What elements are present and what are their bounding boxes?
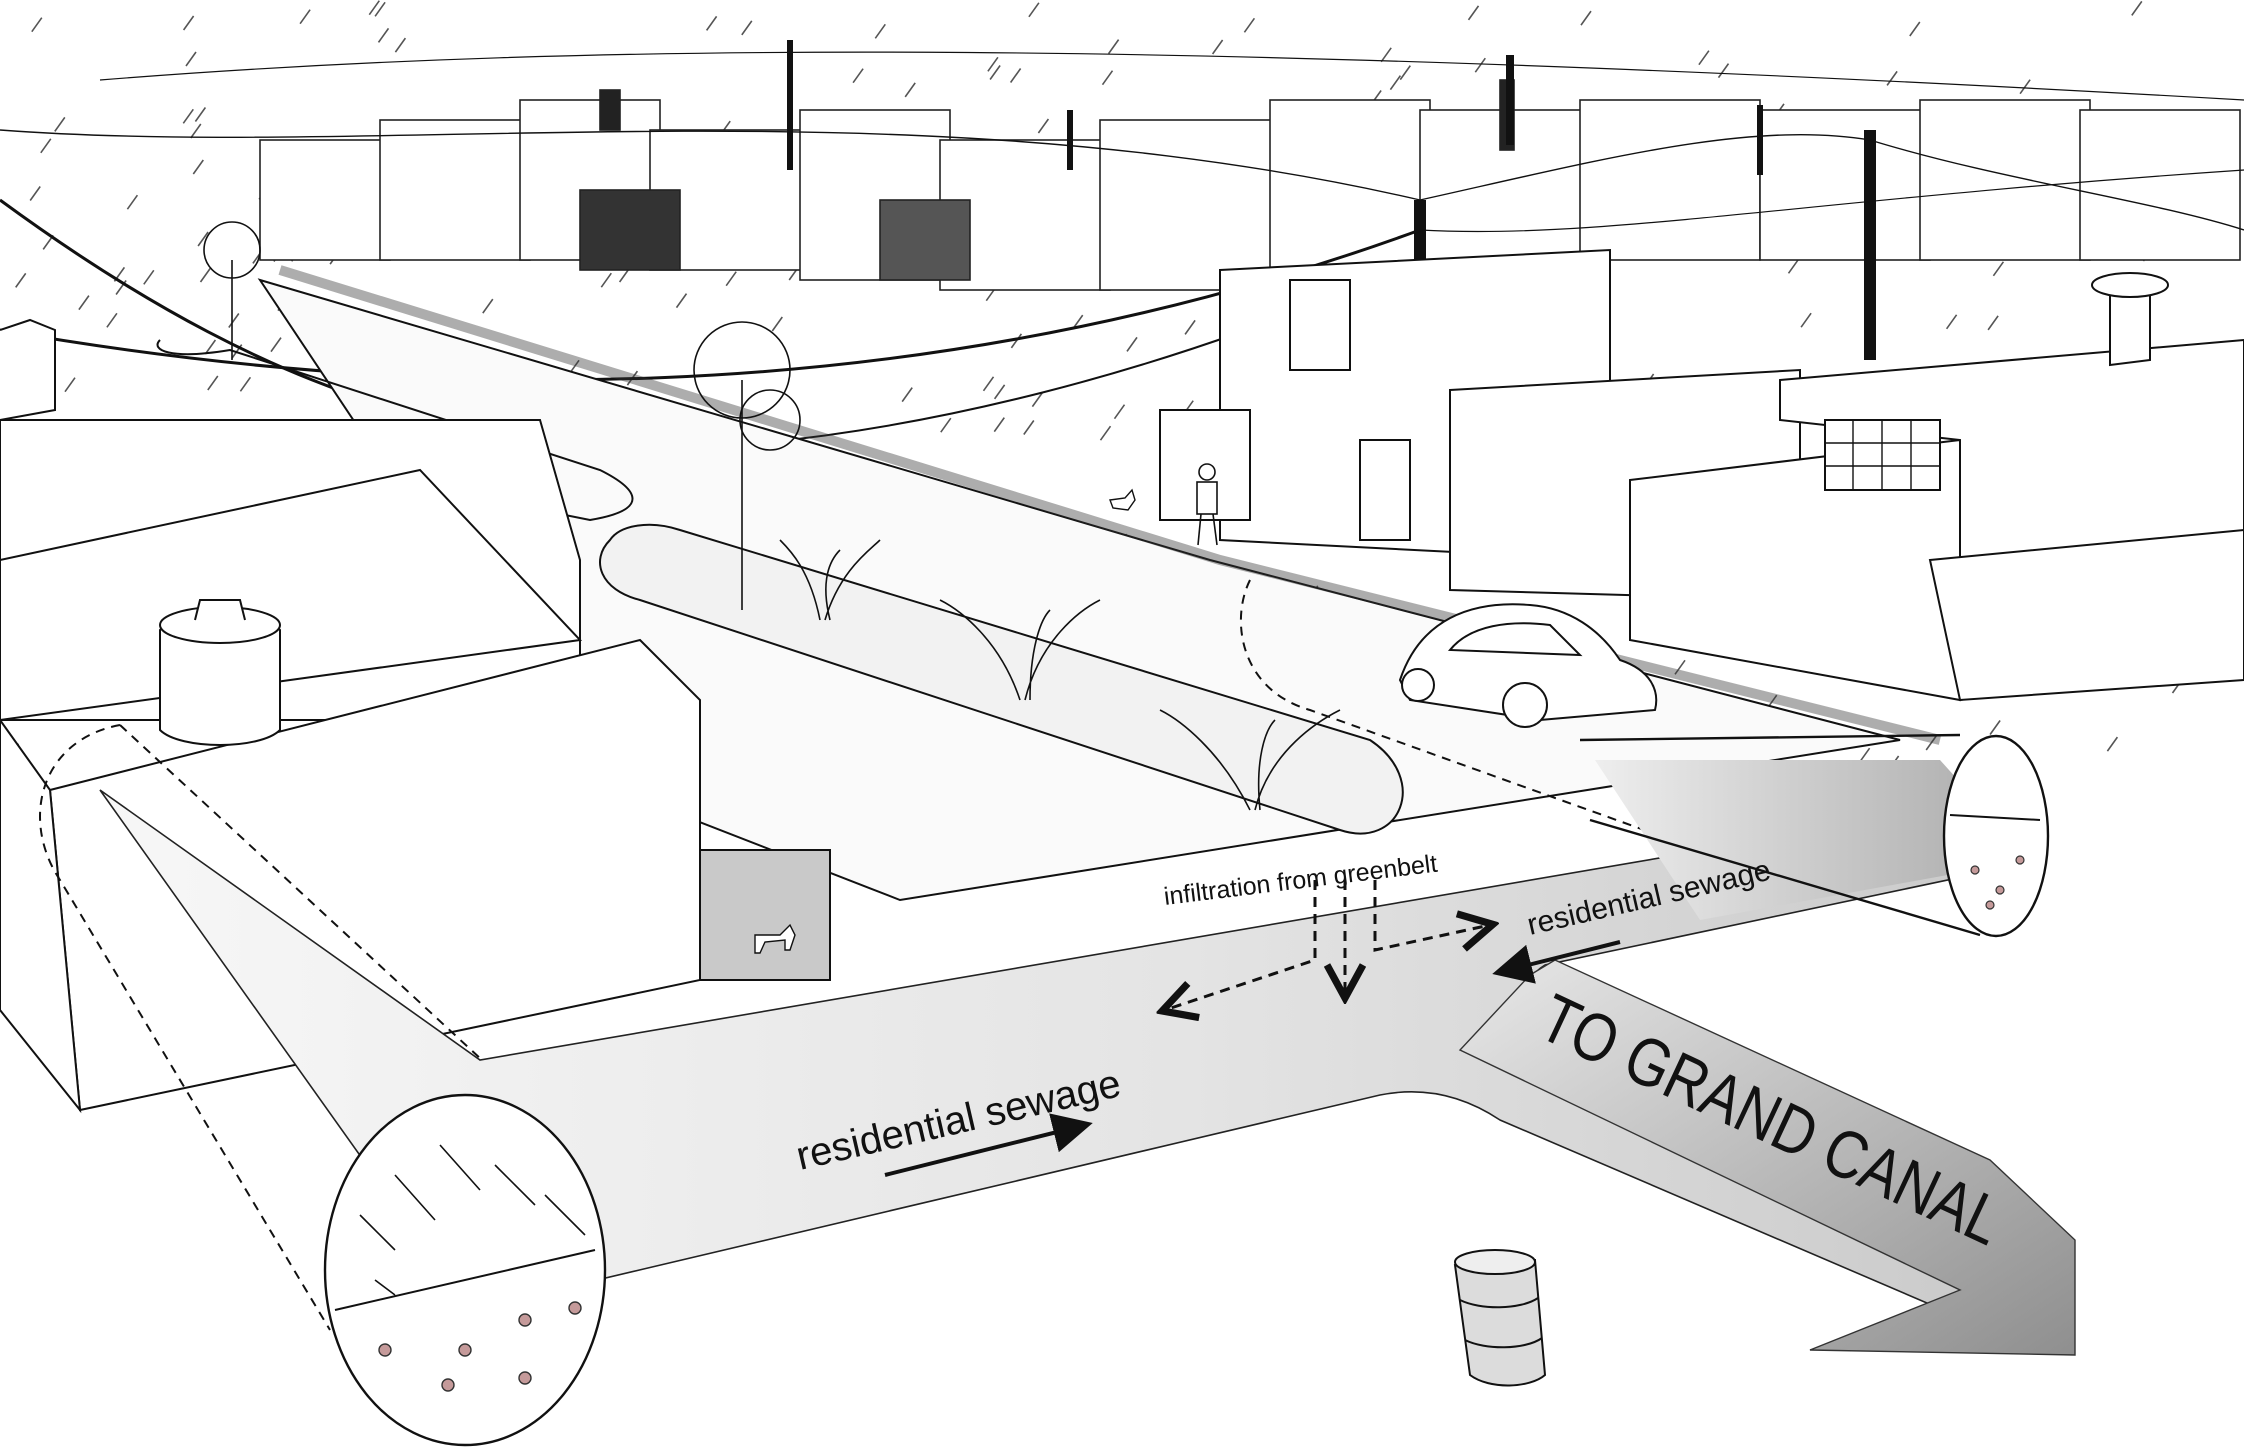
- rain-stroke: [32, 18, 42, 32]
- rain-stroke: [941, 418, 951, 432]
- rain-stroke: [1581, 11, 1591, 25]
- rain-stroke: [483, 299, 493, 313]
- rain-stroke: [1381, 48, 1391, 62]
- rain-stroke: [875, 24, 885, 38]
- rain-stroke: [127, 195, 137, 209]
- rain-stroke: [1990, 721, 2000, 735]
- rain-stroke: [1185, 320, 1195, 334]
- rain-stroke: [1103, 71, 1113, 85]
- rain-stroke: [208, 376, 218, 390]
- rain-stroke: [395, 38, 405, 52]
- rain-stroke: [1115, 405, 1125, 419]
- rain-stroke: [1109, 40, 1119, 54]
- rain-stroke: [1127, 337, 1137, 351]
- rain-stroke: [240, 377, 250, 391]
- rain-stroke: [1699, 51, 1709, 65]
- rain-stroke: [1993, 262, 2003, 276]
- rain-stroke: [1789, 259, 1799, 273]
- rain-stroke: [107, 313, 117, 327]
- rain-stroke: [229, 314, 239, 328]
- rain-stroke: [772, 317, 782, 331]
- rain-stroke: [1947, 315, 1957, 329]
- rain-stroke: [191, 124, 201, 138]
- rain-stroke: [2132, 1, 2142, 15]
- rain-stroke: [995, 385, 1005, 399]
- rain-stroke: [1469, 6, 1479, 20]
- rain-stroke: [41, 139, 51, 153]
- rain-stroke: [55, 117, 65, 131]
- rain-stroke: [1244, 18, 1254, 32]
- rain-stroke: [1390, 76, 1400, 90]
- rain-stroke: [1011, 69, 1021, 83]
- rain-stroke: [1801, 313, 1811, 327]
- rain-stroke: [726, 272, 736, 286]
- rain-stroke: [990, 66, 1000, 80]
- rain-stroke: [1101, 426, 1111, 440]
- rain-stroke: [30, 187, 40, 201]
- rain-stroke: [742, 21, 752, 35]
- rain-stroke: [271, 338, 281, 352]
- infiltration-label: infiltration from greenbelt: [1162, 850, 1439, 911]
- rain-stroke: [1988, 316, 1998, 330]
- rain-stroke: [677, 294, 687, 308]
- rain-stroke: [79, 296, 89, 310]
- rain-stroke: [1029, 3, 1039, 17]
- rain-stroke: [183, 109, 193, 123]
- barrel: [1455, 1250, 1545, 1386]
- rain-stroke: [2107, 737, 2117, 751]
- rain-stroke: [201, 268, 211, 282]
- rain-stroke: [1213, 40, 1223, 54]
- rain-stroke: [601, 273, 611, 287]
- rain-stroke: [1719, 64, 1729, 78]
- rain-stroke: [984, 377, 994, 391]
- pedestrian: [1197, 464, 1217, 545]
- left-sewer-section: [325, 1095, 605, 1445]
- rain-stroke: [16, 273, 26, 287]
- rain-stroke: [1910, 22, 1920, 36]
- rain-stroke: [379, 28, 389, 42]
- rain-stroke: [905, 83, 915, 97]
- rain-stroke: [1887, 71, 1897, 85]
- rain-stroke: [2020, 80, 2030, 94]
- rain-stroke: [988, 57, 998, 71]
- rain-stroke: [1038, 119, 1048, 133]
- rain-stroke: [193, 160, 203, 174]
- rain-stroke: [902, 388, 912, 402]
- rain-stroke: [195, 108, 205, 122]
- rain-stroke: [144, 270, 154, 284]
- rain-stroke: [994, 418, 1004, 432]
- rain-stroke: [186, 52, 196, 66]
- rain-stroke: [1475, 58, 1485, 72]
- rain-stroke: [184, 16, 194, 30]
- rain-stroke: [65, 378, 75, 392]
- rain-stroke: [853, 69, 863, 83]
- rain-stroke: [707, 16, 717, 30]
- rain-stroke: [1400, 66, 1410, 80]
- rain-stroke: [300, 10, 310, 24]
- background-buildings: [260, 80, 2240, 290]
- rain-stroke: [1024, 421, 1034, 435]
